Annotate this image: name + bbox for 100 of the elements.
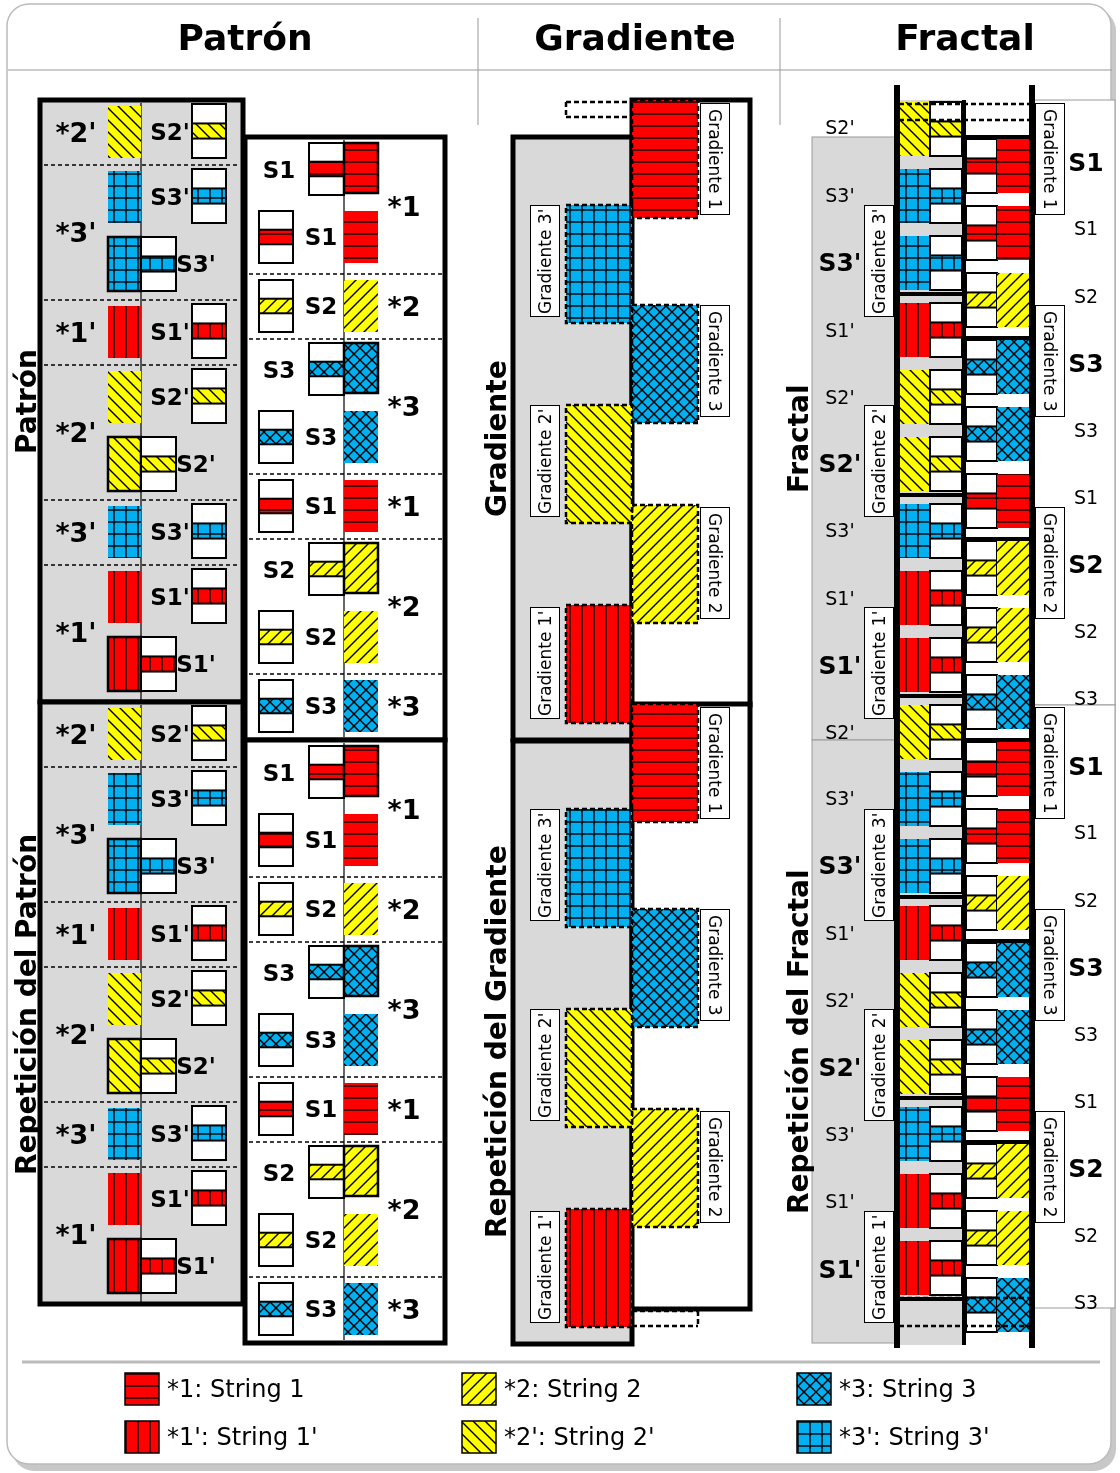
string-label: S3' <box>824 786 856 811</box>
string-label: S1 <box>1072 216 1100 241</box>
section-title: Repetición del Patrón <box>8 832 44 1178</box>
label-box: Gradiente 2 <box>1035 1111 1065 1223</box>
string-label: S3' <box>824 1122 856 1147</box>
label-box: Gradiente 1 <box>700 707 730 819</box>
string-label: *3 <box>386 993 422 1027</box>
string-label: *1 <box>386 793 422 827</box>
string-label: *2' <box>54 1018 98 1052</box>
column-heading: Patrón <box>176 16 314 60</box>
column-heading: Fractal <box>894 16 1036 60</box>
string-label: S3' <box>824 518 856 543</box>
string-label: *2 <box>386 893 422 927</box>
string-label: S1' <box>824 1189 856 1214</box>
string-label: S3' <box>149 785 191 814</box>
string-label: *3 <box>386 390 422 424</box>
legend-label: *1: String 1 <box>167 1374 306 1405</box>
string-label: S2 <box>261 556 297 585</box>
label-box: Gradiente 1 <box>1035 707 1065 819</box>
string-label: S1 <box>303 492 339 521</box>
string-label: S2' <box>176 450 216 479</box>
string-label: *3' <box>54 1118 98 1152</box>
section-title: Repetición del Gradiente <box>478 844 514 1240</box>
string-label: S3' <box>149 183 191 212</box>
string-label: S1 <box>1072 820 1100 845</box>
legend-label: *1': String 1' <box>167 1422 319 1453</box>
string-label: S1 <box>261 759 297 788</box>
label-box: Gradiente 3' <box>864 205 894 317</box>
string-label: S3 <box>1067 347 1105 379</box>
string-label: S3' <box>817 246 863 278</box>
legend-label: *3: String 3 <box>839 1374 978 1405</box>
legend-label: *2': String 2' <box>504 1422 656 1453</box>
section-title: Repetición del Fractal <box>782 868 814 1216</box>
string-label: S3' <box>817 849 863 881</box>
string-label: S2 <box>1072 888 1100 913</box>
label-box: Gradiente 1' <box>530 1211 560 1323</box>
label-box: Gradiente 3 <box>700 909 730 1021</box>
string-label: S2 <box>303 895 339 924</box>
label-box: Gradiente 2 <box>700 507 730 619</box>
string-label: S3 <box>261 356 297 385</box>
label-box: Gradiente 2' <box>530 1009 560 1121</box>
string-label: S3 <box>261 959 297 988</box>
string-label: S1 <box>303 826 339 855</box>
string-label: S3 <box>1072 1022 1100 1047</box>
string-label: S2' <box>824 385 856 410</box>
string-label: S1' <box>149 1185 191 1214</box>
string-label: S3 <box>1072 686 1100 711</box>
string-label: S1 <box>1072 485 1100 510</box>
string-label: *2' <box>54 416 98 450</box>
string-label: S2' <box>149 118 191 147</box>
string-label: S1' <box>817 1253 863 1285</box>
string-label: *2 <box>386 590 422 624</box>
string-label: S1 <box>1072 1089 1100 1114</box>
string-label: S3 <box>1067 951 1105 983</box>
string-label: S3 <box>1072 418 1100 443</box>
string-label: *3' <box>54 216 98 250</box>
string-label: S2 <box>1067 548 1105 580</box>
string-label: *3 <box>386 1293 422 1327</box>
string-label: S2 <box>1072 619 1100 644</box>
label-box: Gradiente 3' <box>530 809 560 921</box>
string-label: S2 <box>1072 1223 1100 1248</box>
string-label: *2 <box>386 1193 422 1227</box>
label-box: Gradiente 3' <box>864 809 894 921</box>
string-label: S1' <box>149 583 191 612</box>
label-box: Gradiente 2' <box>530 405 560 517</box>
string-label: S1' <box>824 318 856 343</box>
label-box: Gradiente 2 <box>700 1111 730 1223</box>
string-label: S2' <box>817 447 863 479</box>
string-label: S2' <box>817 1051 863 1083</box>
string-label: *1 <box>386 1093 422 1127</box>
string-label: S2' <box>824 115 856 140</box>
string-label: S2' <box>149 383 191 412</box>
string-label: S3' <box>176 852 216 881</box>
string-label: S1' <box>176 1252 216 1281</box>
string-label: S2' <box>824 720 856 745</box>
section-title: Patrón <box>8 347 44 456</box>
string-label: *2 <box>386 290 422 324</box>
string-label: S3' <box>149 518 191 547</box>
string-label: *1' <box>54 918 98 952</box>
label-box: Gradiente 3' <box>530 205 560 317</box>
string-label: *1' <box>54 616 98 650</box>
string-label: S1 <box>261 156 297 185</box>
string-label: S1' <box>149 920 191 949</box>
label-box: Gradiente 1' <box>864 607 894 719</box>
column-heading: Gradiente <box>533 16 737 60</box>
string-label: S2 <box>303 1226 339 1255</box>
string-label: *1 <box>386 490 422 524</box>
string-label: S2 <box>1072 284 1100 309</box>
legend-label: *3': String 3' <box>839 1422 991 1453</box>
string-label: S1 <box>1067 146 1105 178</box>
string-label: S2 <box>303 292 339 321</box>
string-label: S1 <box>303 1095 339 1124</box>
string-label: S1' <box>824 586 856 611</box>
string-label: S2' <box>149 720 191 749</box>
string-label: *1 <box>386 190 422 224</box>
label-box: Gradiente 1' <box>864 1211 894 1323</box>
string-label: S3 <box>1072 1290 1100 1315</box>
string-label: S1' <box>824 921 856 946</box>
string-label: *2' <box>54 116 98 150</box>
string-label: S2' <box>824 988 856 1013</box>
